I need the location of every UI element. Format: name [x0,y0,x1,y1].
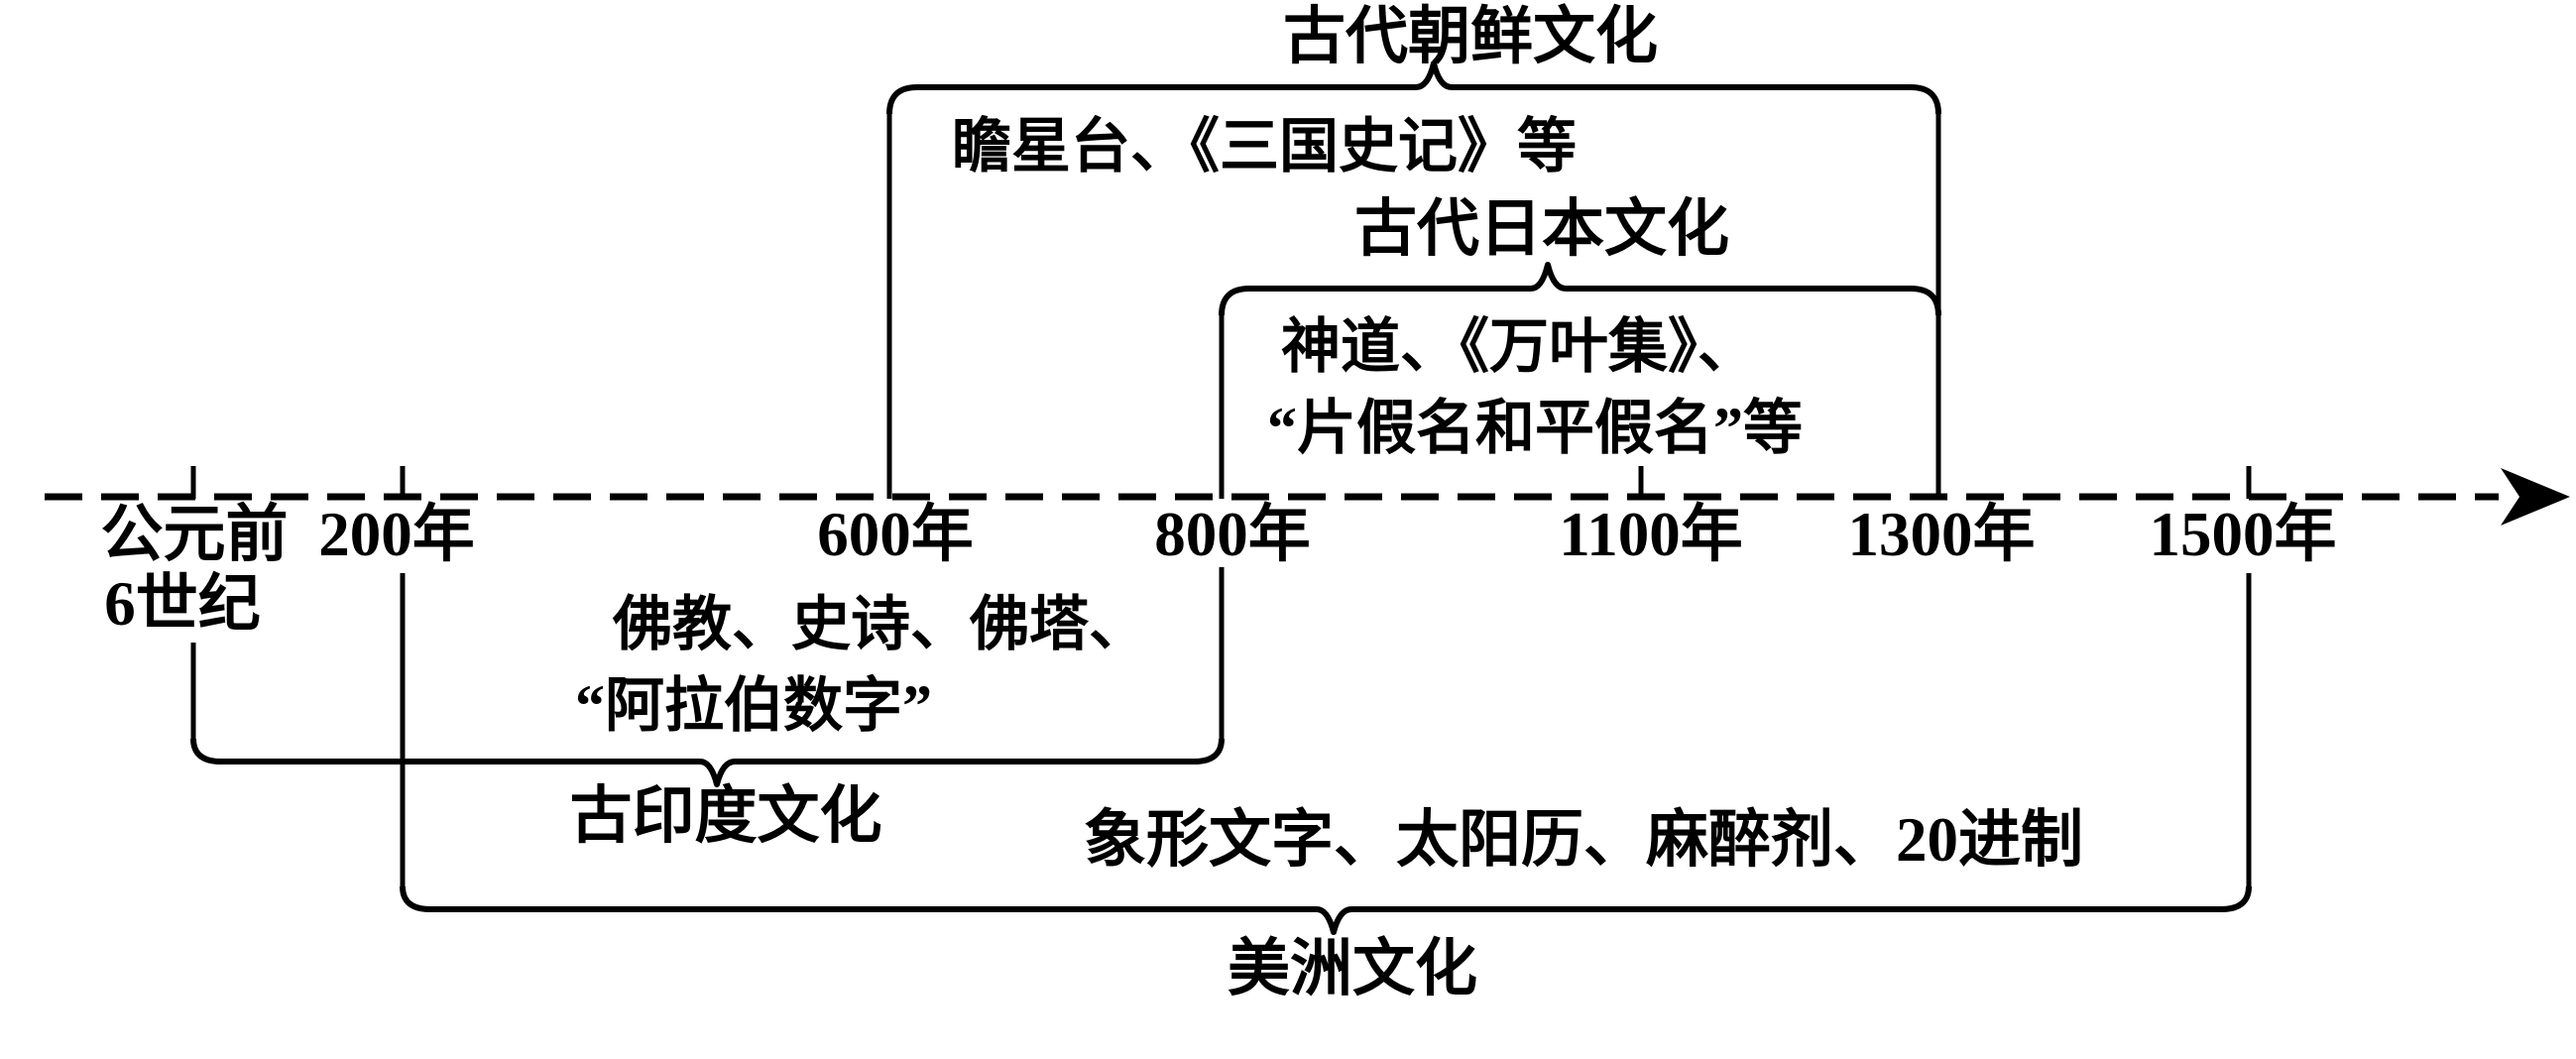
axis-label-bc6-line1: 公元前 [100,500,289,569]
brace-america [400,885,2252,935]
america-culture-items: 象形文字、太阳历、麻醉剂、20进制 [1084,805,2083,875]
korea-culture-items: 瞻星台、《三国史记》等 [952,114,1577,179]
brace-india [190,738,1225,787]
brace-korea [886,60,1941,115]
brace-japan [1219,262,1941,316]
axis-arrowhead-icon [2501,468,2570,526]
japan-culture-items-line1: 神道、《万叶集》、 [1281,314,1757,380]
india-culture-items-line1: 佛教、史诗、佛塔、 [613,592,1148,657]
india-culture-title: 古印度文化 [569,781,882,851]
korea-culture-title: 古代朝鲜文化 [1283,2,1658,71]
axis-label-1300: 1300年 [1847,500,2036,569]
lower-connector-lines [190,567,2252,886]
axis-label-200: 200年 [318,500,475,569]
axis-label-800: 800年 [1154,500,1311,569]
axis-label-bc6-line2: 6世纪 [104,569,261,639]
axis-label-1100: 1100年 [1559,500,1743,569]
axis-label-600: 600年 [817,500,974,569]
america-culture-title: 美洲文化 [1228,934,1477,1003]
axis-label-1500: 1500年 [2149,500,2337,569]
braces [190,60,2252,935]
india-culture-items-line2: “阿拉伯数字” [575,673,932,739]
japan-culture-items-line2: “片假名和平假名”等 [1267,396,1803,461]
japan-culture-title: 古代日本文化 [1354,194,1729,264]
